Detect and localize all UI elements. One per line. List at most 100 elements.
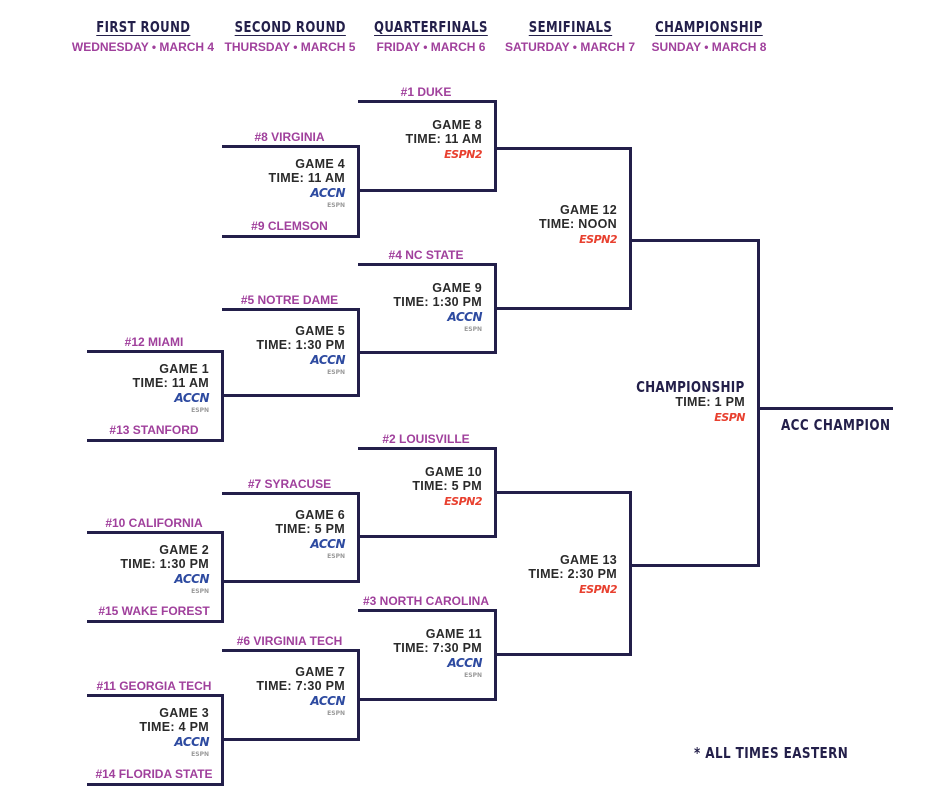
accn-logo-icon: ACCN ESPN	[174, 736, 209, 759]
round-title: QUARTERFINALS	[374, 18, 488, 36]
game-bracket-g2: #10 CALIFORNIA#15 WAKE FOREST GAME 2 TIM…	[87, 516, 224, 623]
espn2-logo-icon: ESPN2	[444, 495, 482, 508]
acc-champion-label: ACC CHAMPION	[781, 416, 891, 434]
game-label: GAME 4	[295, 157, 345, 171]
espn2-logo-icon: ESPN2	[579, 583, 617, 596]
game-info: GAME 4 TIME: 11 AM ACCN ESPN	[268, 157, 346, 210]
team-top: #5 NOTRE DAME	[240, 293, 339, 307]
game-label: GAME 9	[432, 281, 482, 295]
game-info: GAME 3 TIME: 4 PM ACCN ESPN	[139, 706, 209, 759]
accn-logo-text: ACCN	[174, 391, 209, 405]
game-bracket-g11: #3 NORTH CAROLINA GAME 11 TIME: 7:30 PM …	[358, 594, 497, 701]
game-time: TIME: 7:30 PM	[393, 641, 482, 655]
round-date: FRIDAY • MARCH 6	[376, 40, 486, 54]
accn-logo-text: ACCN	[310, 186, 345, 200]
round-title: SECOND ROUND	[234, 18, 346, 36]
team-top: #2 LOUISVILLE	[382, 432, 470, 446]
game-bracket-g5: #5 NOTRE DAME GAME 5 TIME: 1:30 PM ACCN E…	[222, 293, 360, 397]
game-time: TIME: 11 AM	[132, 376, 209, 390]
accn-logo-icon: ACCN ESPN	[310, 354, 345, 377]
accn-logo-subtext: ESPN	[191, 407, 209, 414]
accn-logo-text: ACCN	[310, 353, 345, 367]
game-bracket-g1: #12 MIAMI#13 STANFORD GAME 1 TIME: 11 AM…	[87, 335, 224, 442]
accn-logo-subtext: ESPN	[327, 202, 345, 209]
game-bracket-g10: #2 LOUISVILLE GAME 10 TIME: 5 PM ESPN2	[358, 432, 497, 538]
game-bracket-g7: #6 VIRGINIA TECH GAME 7 TIME: 7:30 PM AC…	[222, 634, 360, 741]
round-title: FIRST ROUND	[95, 18, 191, 36]
game-label: GAME 13	[560, 553, 617, 567]
game-info: GAME 12 TIME: NOON ESPN2	[539, 203, 617, 246]
accn-logo-subtext: ESPN	[191, 751, 209, 758]
game-time: TIME: 7:30 PM	[256, 679, 345, 693]
game-time: TIME: 1:30 PM	[393, 295, 482, 309]
round-date: SATURDAY • MARCH 7	[505, 40, 635, 54]
team-top: #12 MIAMI	[124, 335, 184, 349]
espn2-logo-icon: ESPN2	[444, 148, 482, 161]
game-label: GAME 2	[159, 543, 209, 557]
accn-logo-subtext: ESPN	[327, 710, 345, 717]
accn-logo-text: ACCN	[310, 694, 345, 708]
game-label: GAME 11	[425, 627, 482, 641]
game-label: CHAMPIONSHIP	[636, 378, 745, 396]
team-top: #11 GEORGIA TECH	[96, 679, 212, 693]
game-label: GAME 8	[432, 118, 482, 132]
game-label: GAME 3	[159, 706, 209, 720]
game-info: GAME 13 TIME: 2:30 PM ESPN2	[528, 553, 617, 596]
game-label: GAME 7	[295, 665, 345, 679]
game-time: TIME: 1 PM	[675, 395, 745, 409]
round-header-first: FIRST ROUND WEDNESDAY • MARCH 4	[70, 18, 216, 54]
team-top: #1 DUKE	[400, 85, 452, 99]
round-title: SEMIFINALS	[528, 18, 612, 36]
round-header-semifinals: SEMIFINALS SATURDAY • MARCH 7	[497, 18, 643, 54]
game-info: GAME 10 TIME: 5 PM ESPN2	[412, 465, 482, 508]
game-bracket-g8: #1 DUKE GAME 8 TIME: 11 AM ESPN2	[358, 85, 497, 192]
game-info: GAME 1 TIME: 11 AM ACCN ESPN	[132, 362, 210, 415]
round-header-championship: CHAMPIONSHIP SUNDAY • MARCH 8	[636, 18, 782, 54]
round-header-quarterfinals: QUARTERFINALS FRIDAY • MARCH 6	[358, 18, 504, 54]
game-time: TIME: 1:30 PM	[256, 338, 345, 352]
team-top: #6 VIRGINIA TECH	[236, 634, 343, 648]
game-label: GAME 1	[159, 362, 209, 376]
game-time: TIME: 1:30 PM	[120, 557, 209, 571]
champion-line	[758, 407, 893, 410]
accn-logo-text: ACCN	[447, 310, 482, 324]
espn2-logo-icon: ESPN2	[579, 233, 617, 246]
team-top: #7 SYRACUSE	[247, 477, 332, 491]
accn-logo-icon: ACCN ESPN	[310, 695, 345, 718]
accn-logo-icon: ACCN ESPN	[310, 187, 345, 210]
round-date: WEDNESDAY • MARCH 4	[71, 40, 215, 54]
accn-logo-subtext: ESPN	[191, 588, 209, 595]
team-bottom: #14 FLORIDA STATE	[95, 767, 213, 781]
game-time: TIME: NOON	[539, 217, 617, 231]
game-time: TIME: 4 PM	[139, 720, 209, 734]
game-time: TIME: 11 AM	[405, 132, 482, 146]
game-bracket-g13: GAME 13 TIME: 2:30 PM ESPN2	[495, 491, 632, 656]
accn-logo-subtext: ESPN	[327, 369, 345, 376]
game-bracket-champ: CHAMPIONSHIP TIME: 1 PM ESPN	[630, 239, 760, 567]
game-time: TIME: 11 AM	[268, 171, 345, 185]
accn-logo-text: ACCN	[447, 656, 482, 670]
round-date: SUNDAY • MARCH 8	[651, 40, 767, 54]
game-info: GAME 8 TIME: 11 AM ESPN2	[405, 118, 483, 161]
accn-logo-icon: ACCN ESPN	[174, 392, 209, 415]
game-label: GAME 5	[295, 324, 345, 338]
game-info: CHAMPIONSHIP TIME: 1 PM ESPN	[609, 378, 746, 425]
round-title: CHAMPIONSHIP	[655, 18, 763, 36]
round-header-second: SECOND ROUND THURSDAY • MARCH 5	[217, 18, 363, 54]
game-label: GAME 6	[295, 508, 345, 522]
team-top: #4 NC STATE	[388, 248, 464, 262]
game-info: GAME 5 TIME: 1:30 PM ACCN ESPN	[256, 324, 345, 377]
game-time: TIME: 5 PM	[412, 479, 482, 493]
round-date: THURSDAY • MARCH 5	[224, 40, 356, 54]
accn-logo-text: ACCN	[174, 735, 209, 749]
accn-logo-text: ACCN	[310, 537, 345, 551]
game-label: GAME 12	[560, 203, 617, 217]
